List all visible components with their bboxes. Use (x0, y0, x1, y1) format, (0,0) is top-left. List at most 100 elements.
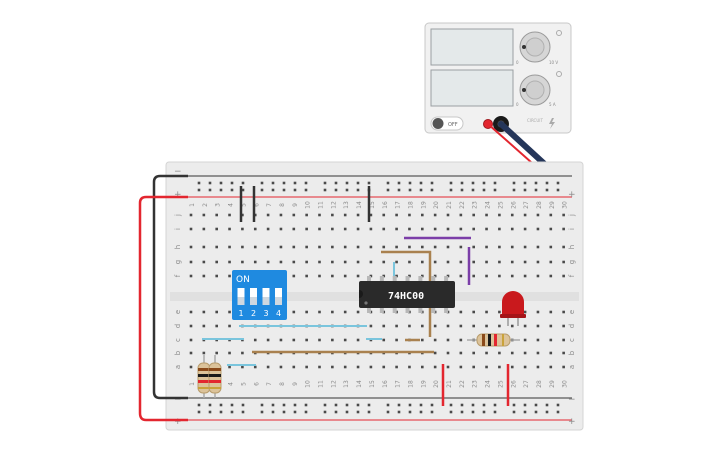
rail-hole-bottom-minus[interactable] (534, 403, 538, 407)
hole-g2[interactable] (202, 260, 206, 264)
dip-toggle-1[interactable]: 1 (237, 288, 245, 318)
hole-g29[interactable] (549, 260, 553, 264)
hole-i28[interactable] (536, 227, 540, 231)
hole-i13[interactable] (343, 227, 347, 231)
hole-f12[interactable] (331, 274, 334, 278)
hole-f29[interactable] (549, 274, 553, 278)
rail-hole-top-minus[interactable] (523, 181, 527, 185)
power-supply[interactable]: 0 10 V 0 5 A OFF CIRCUIT (424, 22, 572, 134)
hole-i21[interactable] (446, 227, 450, 231)
rail-hole-bottom-plus[interactable] (197, 410, 201, 414)
hole-g7[interactable] (266, 260, 270, 264)
rail-hole-bottom-minus[interactable] (482, 403, 486, 407)
rail-hole-bottom-plus[interactable] (556, 410, 560, 414)
hole-b4[interactable] (228, 351, 231, 355)
hole-f11[interactable] (318, 274, 321, 278)
hole-b24[interactable] (485, 351, 488, 355)
rail-hole-bottom-plus[interactable] (534, 410, 538, 414)
hole-j15[interactable] (369, 213, 373, 217)
hole-j18[interactable] (408, 213, 411, 217)
rail-hole-top-plus[interactable] (323, 188, 327, 192)
rail-hole-bottom-plus[interactable] (408, 410, 412, 414)
hole-d17[interactable] (395, 324, 398, 328)
rail-hole-bottom-minus[interactable] (419, 403, 423, 407)
hole-g10[interactable] (305, 260, 308, 264)
hole-h11[interactable] (318, 245, 321, 249)
hole-g15[interactable] (369, 260, 373, 264)
hole-i12[interactable] (331, 227, 334, 231)
rail-hole-bottom-plus[interactable] (293, 410, 297, 414)
hole-e14[interactable] (356, 310, 360, 314)
hole-a27[interactable] (523, 365, 527, 369)
hole-j8[interactable] (279, 213, 283, 217)
rail-hole-bottom-minus[interactable] (230, 403, 234, 407)
hole-b29[interactable] (549, 351, 553, 355)
hole-d30[interactable] (562, 324, 565, 328)
rail-hole-top-plus[interactable] (556, 188, 560, 192)
rail-hole-bottom-plus[interactable] (356, 410, 360, 414)
hole-f28[interactable] (536, 274, 540, 278)
rail-hole-bottom-minus[interactable] (471, 403, 475, 407)
hole-g3[interactable] (215, 260, 218, 264)
wire-red-left-rail[interactable] (138, 195, 188, 422)
rail-hole-bottom-plus[interactable] (430, 410, 434, 414)
hole-c8[interactable] (279, 338, 283, 342)
rail-hole-top-minus[interactable] (230, 181, 234, 185)
rail-hole-top-plus[interactable] (304, 188, 308, 192)
hole-g19[interactable] (421, 260, 424, 264)
hole-b27[interactable] (523, 351, 527, 355)
hole-i27[interactable] (523, 227, 527, 231)
rail-hole-top-minus[interactable] (197, 181, 201, 185)
rail-hole-bottom-minus[interactable] (460, 403, 464, 407)
hole-h21[interactable] (446, 245, 450, 249)
hole-d25[interactable] (498, 324, 501, 328)
hole-e25[interactable] (498, 310, 501, 314)
hole-h28[interactable] (536, 245, 540, 249)
hole-c28[interactable] (536, 338, 540, 342)
hole-h6[interactable] (253, 245, 257, 249)
rail-hole-bottom-minus[interactable] (219, 403, 223, 407)
hole-e24[interactable] (485, 310, 488, 314)
hole-d28[interactable] (536, 324, 540, 328)
hole-g27[interactable] (523, 260, 527, 264)
hole-a12[interactable] (331, 365, 334, 369)
hole-e3[interactable] (215, 310, 218, 314)
hole-d24[interactable] (485, 324, 488, 328)
hole-f23[interactable] (472, 274, 475, 278)
hole-a30[interactable] (562, 365, 565, 369)
hole-j14[interactable] (356, 213, 360, 217)
hole-i4[interactable] (228, 227, 231, 231)
rail-hole-bottom-minus[interactable] (260, 403, 264, 407)
rail-hole-top-plus[interactable] (230, 188, 234, 192)
hole-i9[interactable] (292, 227, 296, 231)
rail-hole-top-minus[interactable] (260, 181, 264, 185)
ic-74hc00[interactable]: 74HC00 (359, 276, 455, 313)
hole-i14[interactable] (356, 227, 360, 231)
rail-hole-top-minus[interactable] (408, 181, 412, 185)
rail-hole-bottom-plus[interactable] (523, 410, 527, 414)
rail-hole-top-minus[interactable] (449, 181, 453, 185)
hole-a9[interactable] (292, 365, 296, 369)
hole-b20[interactable] (433, 351, 437, 355)
hole-i18[interactable] (408, 227, 411, 231)
rail-hole-top-plus[interactable] (397, 188, 401, 192)
hole-g28[interactable] (536, 260, 540, 264)
hole-g9[interactable] (292, 260, 296, 264)
hole-h29[interactable] (549, 245, 553, 249)
rail-hole-top-minus[interactable] (293, 181, 297, 185)
hole-j19[interactable] (421, 213, 424, 217)
rail-hole-top-minus[interactable] (271, 181, 275, 185)
hole-j27[interactable] (523, 213, 527, 217)
hole-j13[interactable] (343, 213, 347, 217)
hole-c11[interactable] (318, 338, 321, 342)
hole-b5[interactable] (241, 351, 244, 355)
rail-hole-top-minus[interactable] (397, 181, 401, 185)
hole-f22[interactable] (459, 274, 463, 278)
hole-a21[interactable] (446, 365, 450, 369)
hole-g1[interactable] (189, 260, 193, 264)
hole-i26[interactable] (510, 227, 514, 231)
rail-hole-bottom-plus[interactable] (208, 410, 212, 414)
hole-c21[interactable] (446, 338, 450, 342)
